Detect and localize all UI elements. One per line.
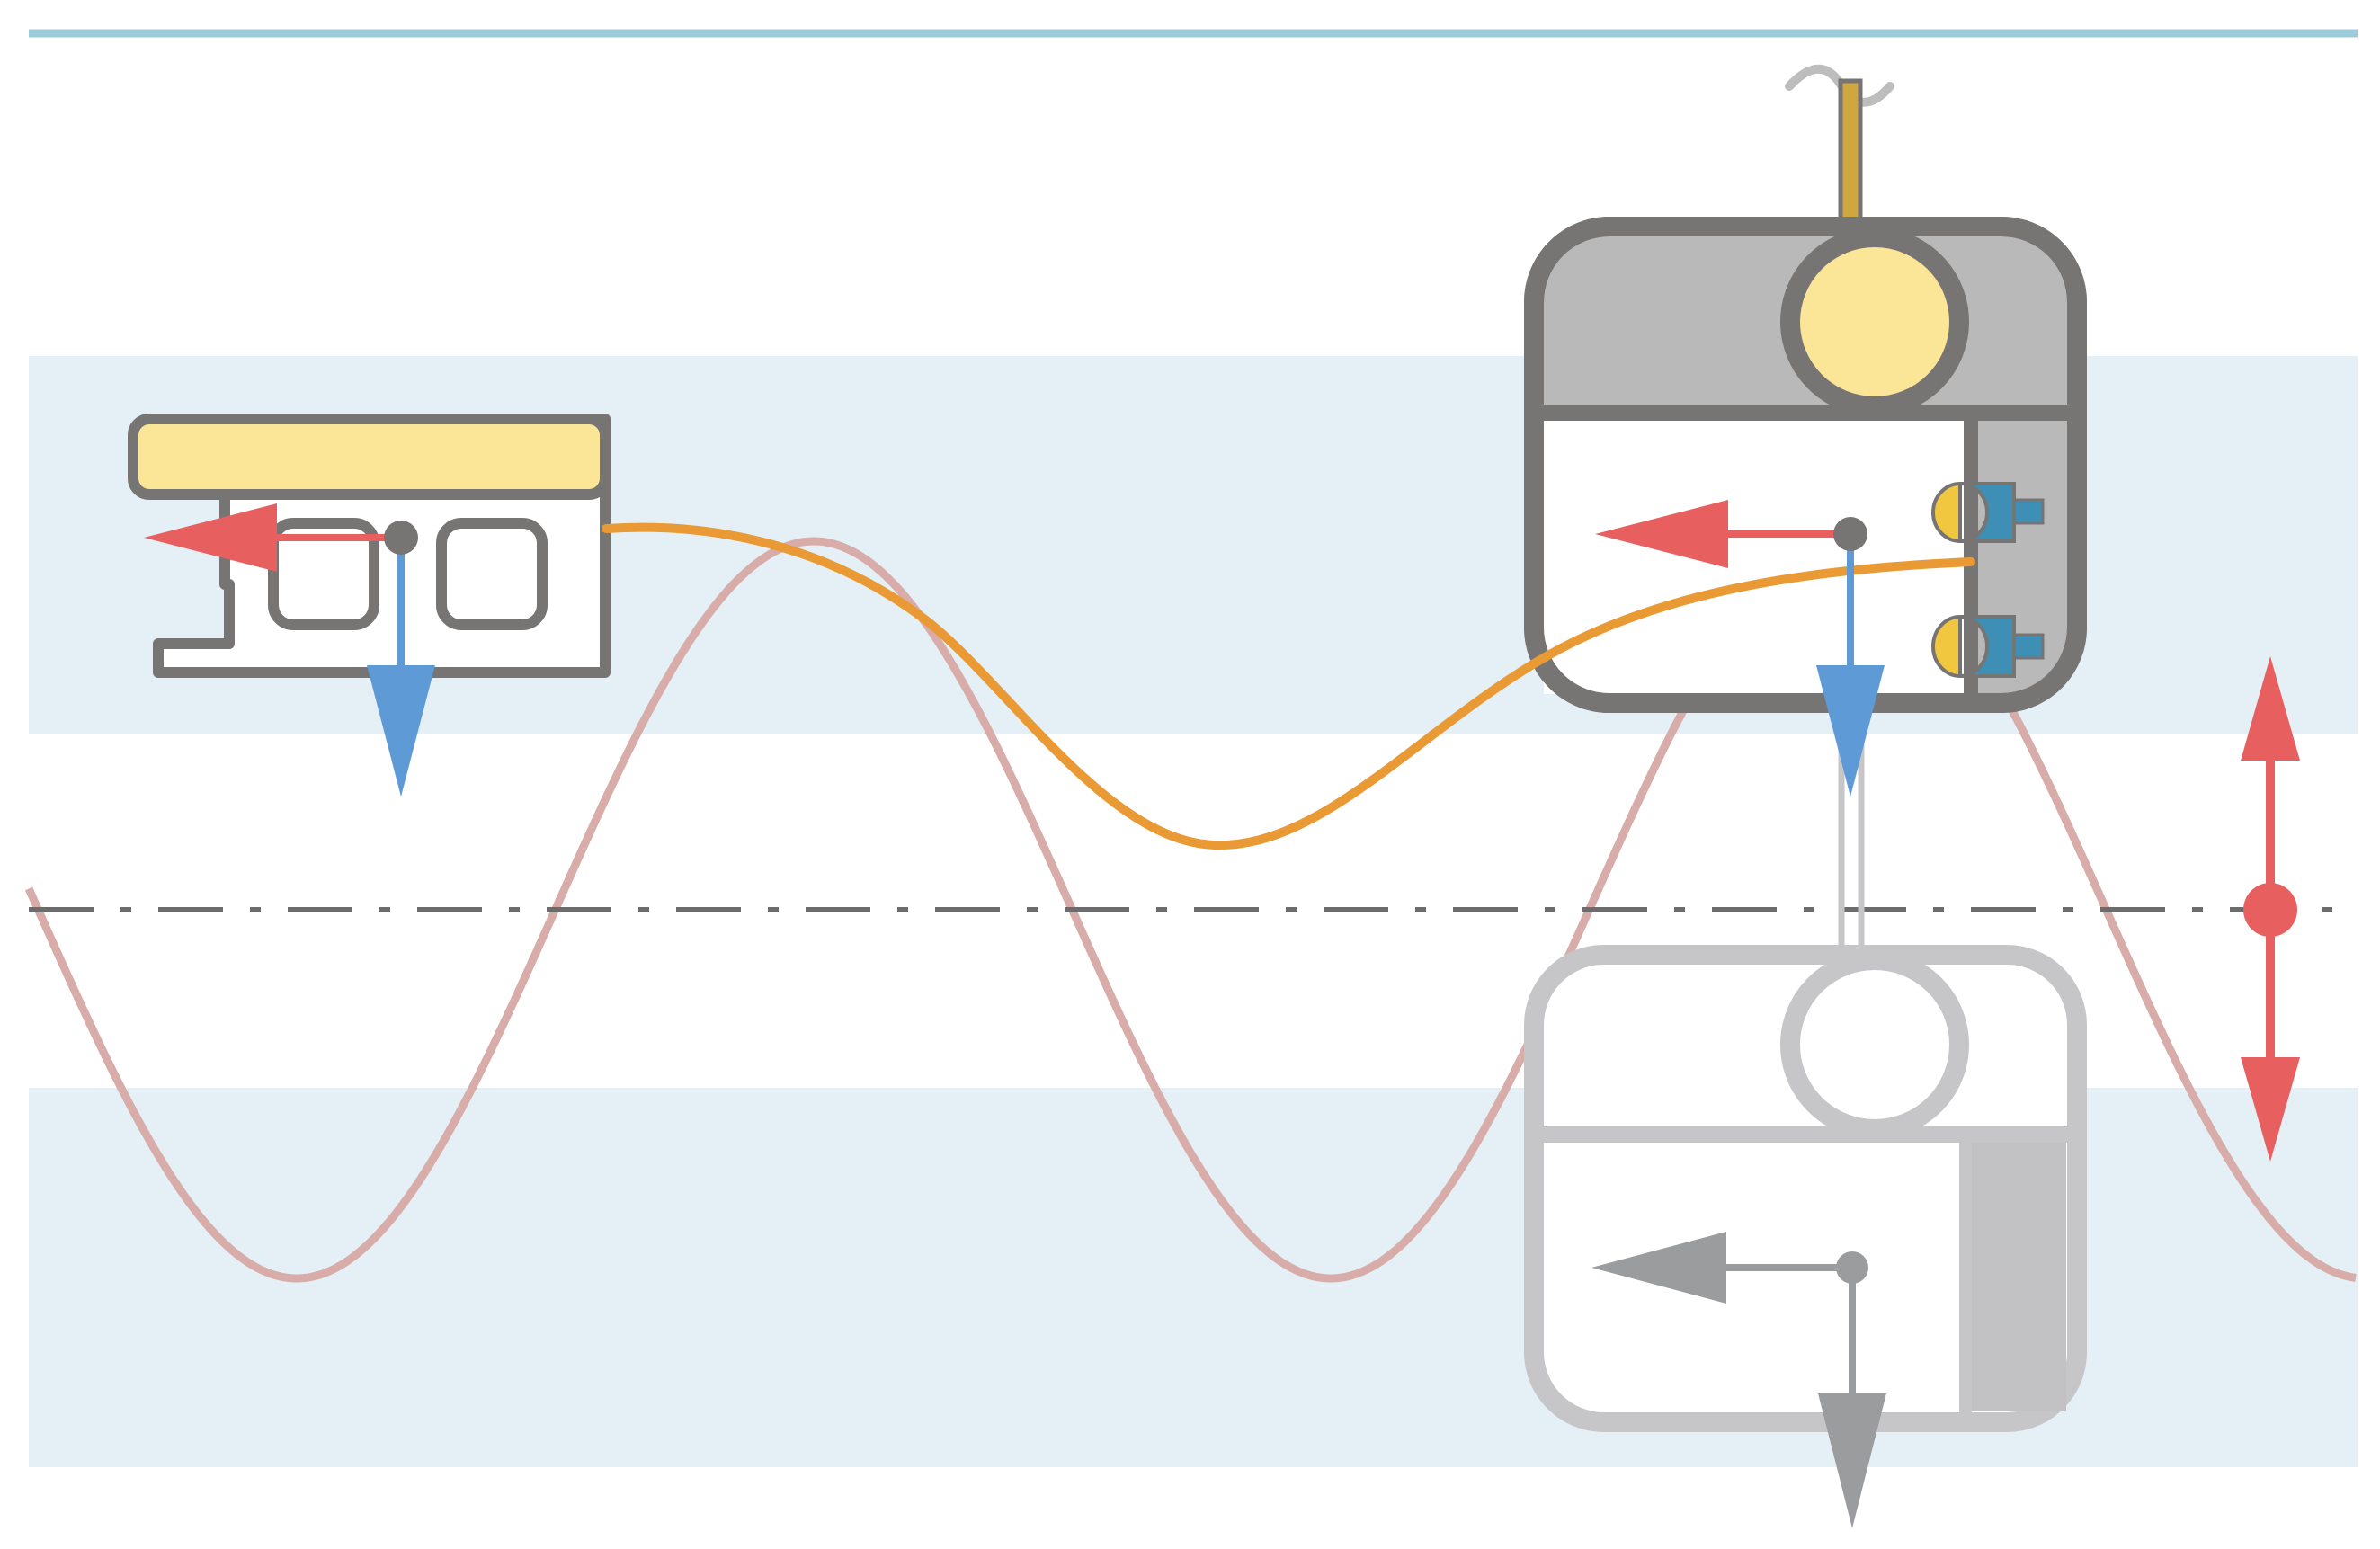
vessel-force-horizontal-head — [1595, 500, 1728, 568]
ghost-side-compartment — [1966, 1140, 2066, 1411]
tether-cable — [1838, 78, 1863, 236]
thruster-lower-body — [1959, 615, 2016, 678]
platform-force-horizontal-head — [144, 503, 277, 572]
cable-sag-line — [602, 522, 1975, 850]
left-platform — [128, 414, 611, 678]
platform-force-origin — [384, 521, 418, 555]
thruster-lower — [1931, 614, 2045, 679]
thruster-upper-body — [1959, 482, 2016, 543]
ghost-force-vertical-head — [1818, 1393, 1886, 1528]
thruster-upper — [1931, 481, 2045, 544]
vessel-forces — [1595, 500, 1885, 797]
thruster-lower-nozzle — [2012, 633, 2045, 660]
thruster-upper-cap — [1931, 481, 1962, 544]
ghost-force-origin — [1836, 1251, 1868, 1284]
vessel-float — [1780, 227, 1969, 416]
heave-indicator — [2241, 656, 2300, 1162]
vessel-outline — [1524, 217, 2087, 713]
heave-arrow-up — [2241, 656, 2300, 761]
platform-deck — [128, 414, 611, 500]
platform-force-vertical-head — [367, 665, 435, 797]
platform-forces — [144, 503, 435, 797]
ghost-force-horizontal-head — [1591, 1232, 1726, 1304]
ghost-float — [1780, 950, 1969, 1139]
ghost-vessel — [1524, 710, 2087, 1528]
thruster-lower-cap — [1931, 614, 1962, 679]
main-vessel — [1524, 64, 2087, 713]
thruster-upper-nozzle — [2012, 498, 2045, 525]
vessel-force-origin — [1833, 517, 1867, 551]
platform-window-right — [436, 518, 548, 630]
heave-arrow-center — [2243, 883, 2297, 937]
platform-window-left — [268, 518, 379, 630]
heave-arrow-down — [2241, 1057, 2300, 1162]
vessel-force-vertical-head — [1816, 665, 1885, 797]
vessel-interior-corner — [1544, 417, 1975, 694]
